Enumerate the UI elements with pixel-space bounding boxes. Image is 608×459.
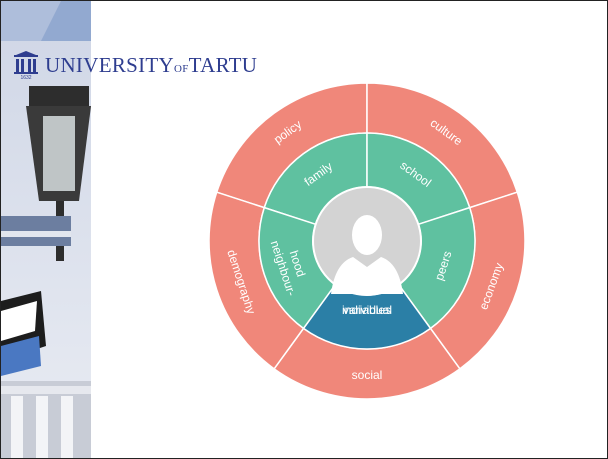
- outer-label-social: social: [352, 368, 383, 382]
- logo-word-of: OF: [174, 62, 189, 75]
- university-logo: 1632 UNIVERSITYOFTARTU: [13, 51, 257, 79]
- crest-year: 1632: [20, 75, 31, 79]
- inner-label-variables: variables: [343, 303, 391, 317]
- person-silhouette-icon: [331, 215, 403, 294]
- inner-label-individual: individual: [342, 303, 392, 317]
- logo-word-university: UNIVERSITY: [45, 52, 174, 77]
- logo-word-tartu: TARTU: [188, 52, 258, 77]
- building-photo: [1, 1, 91, 458]
- university-crest-icon: 1632: [14, 51, 38, 79]
- university-name: UNIVERSITYOFTARTU: [45, 53, 257, 78]
